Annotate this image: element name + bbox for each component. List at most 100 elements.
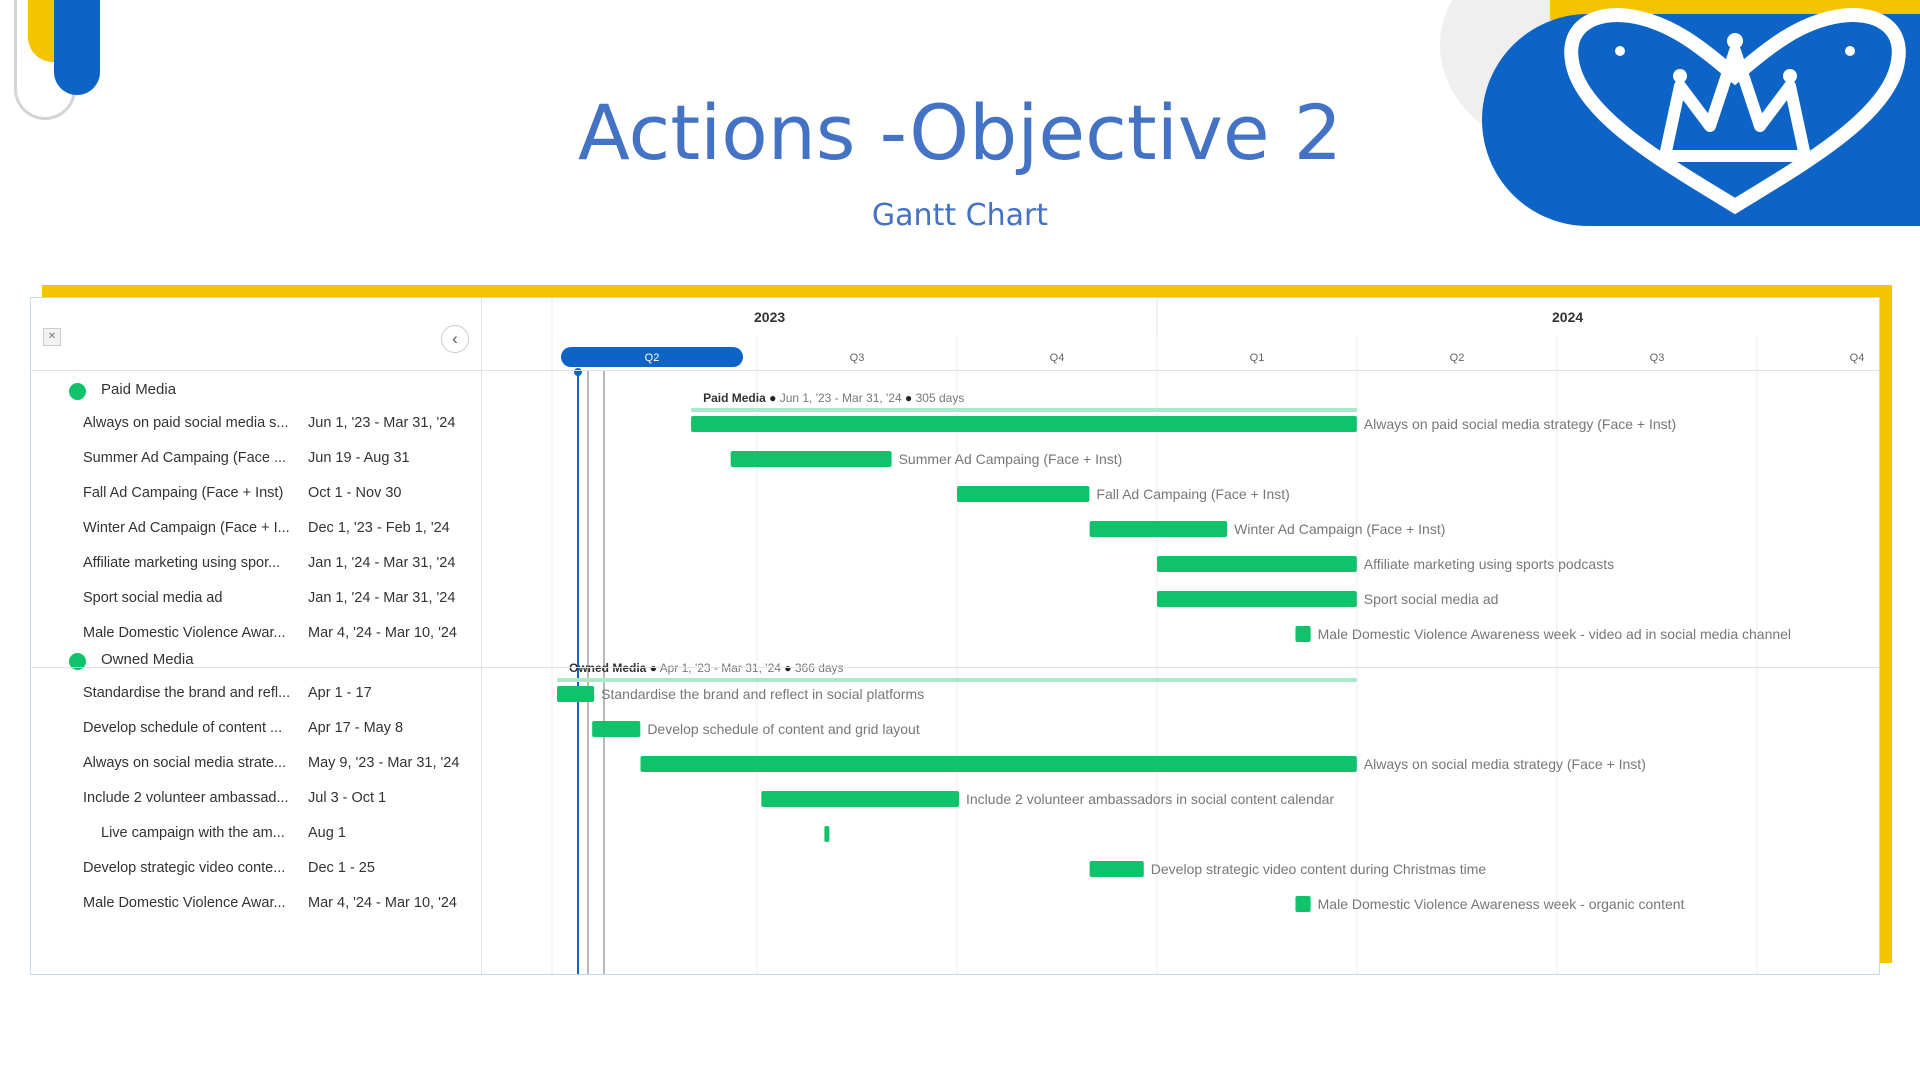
task-date-range: Aug 1 (308, 825, 346, 841)
group-summary-label: Paid Media ● Jun 1, '23 - Mar 31, '24 ● … (703, 391, 964, 405)
task-row[interactable]: Develop schedule of content ... Apr 17 - … (31, 715, 481, 743)
slide-title: Actions -Objective 2 (577, 88, 1343, 177)
current-quarter-pill[interactable] (561, 347, 743, 367)
task-bar-label: Sport social media ad (1364, 591, 1499, 607)
task-bar-label: Affiliate marketing using sports podcast… (1364, 556, 1614, 572)
task-date-range: Oct 1 - Nov 30 (308, 485, 402, 501)
task-row[interactable]: Live campaign with the am... Aug 1 (31, 820, 481, 848)
group-header[interactable]: Owned Media (31, 646, 481, 676)
task-bar[interactable] (1089, 861, 1144, 877)
task-row[interactable]: Male Domestic Violence Awar... Mar 4, '24… (31, 890, 481, 918)
quarter-label: Q4 (1050, 352, 1065, 364)
task-bar[interactable] (730, 451, 892, 467)
task-row[interactable]: Develop strategic video conte... Dec 1 - … (31, 855, 481, 883)
task-bar-label: Male Domestic Violence Awareness week - … (1318, 896, 1685, 912)
task-bar-label: Summer Ad Campaing (Face + Inst) (899, 451, 1123, 467)
slide-subtitle: Gantt Chart (871, 198, 1049, 233)
task-date-range: Jun 19 - Aug 31 (308, 450, 410, 466)
task-row[interactable]: Fall Ad Campaing (Face + Inst) Oct 1 - No… (31, 480, 481, 508)
task-bar[interactable] (1157, 556, 1357, 572)
task-date-range: Mar 4, '24 - Mar 10, '24 (308, 625, 457, 641)
task-bar[interactable] (592, 721, 641, 737)
year-label: 2024 (1552, 309, 1583, 325)
task-name: Always on paid social media s... (83, 415, 289, 431)
task-name: Live campaign with the am... (101, 825, 285, 841)
task-row[interactable]: Always on social media strate... May 9, '… (31, 750, 481, 778)
task-name: Develop strategic video conte... (83, 860, 286, 876)
group-color-dot (69, 383, 86, 400)
task-bar[interactable] (691, 416, 1357, 432)
task-bar[interactable] (1089, 521, 1228, 537)
task-date-range: Jul 3 - Oct 1 (308, 790, 387, 806)
task-row[interactable]: Standardise the brand and refl... Apr 1 -… (31, 680, 481, 708)
task-date-range: Jun 1, '23 - Mar 31, '24 (308, 415, 456, 431)
group-name: Owned Media (101, 651, 194, 668)
task-bar-label: Always on paid social media strategy (Fa… (1364, 416, 1676, 432)
task-bar[interactable] (957, 486, 1090, 502)
task-row[interactable]: Always on paid social media s... Jun 1, '… (31, 410, 481, 438)
task-row[interactable]: Affiliate marketing using spor... Jan 1, … (31, 550, 481, 578)
task-name: Fall Ad Campaing (Face + Inst) (83, 485, 284, 501)
task-date-range: Dec 1, '23 - Feb 1, '24 (308, 520, 450, 536)
task-name: Male Domestic Violence Awar... (83, 895, 286, 911)
task-date-range: May 9, '23 - Mar 31, '24 (308, 755, 460, 771)
task-bar-label: Develop strategic video content during C… (1151, 861, 1487, 877)
task-bar-label: Winter Ad Campaign (Face + Inst) (1234, 521, 1445, 537)
task-bar[interactable] (1295, 896, 1311, 912)
task-row[interactable]: Summer Ad Campaing (Face ...Jun 19 - Aug… (31, 445, 481, 473)
group-summary-bar[interactable] (691, 408, 1357, 412)
quarter-label: Q2 (645, 352, 660, 364)
group-summary-label: Owned Media ● Apr 1, '23 - Mar 31, '24 ●… (569, 661, 844, 675)
group-divider (31, 667, 1879, 668)
task-row[interactable]: Winter Ad Campaign (Face + I... Dec 1, '2… (31, 515, 481, 543)
task-row[interactable]: Sport social media ad Jan 1, '24 - Mar 31… (31, 585, 481, 613)
task-name: Sport social media ad (83, 590, 223, 606)
quarter-label: Q2 (1450, 352, 1465, 364)
quarter-label: Q4 (1850, 352, 1865, 364)
task-bar-label: Always on social media strategy (Face + … (1364, 756, 1646, 772)
corner-blue-decoration (54, 0, 100, 95)
task-date-range: Apr 1 - 17 (308, 685, 372, 701)
task-bar-label: Male Domestic Violence Awareness week - … (1318, 626, 1791, 642)
task-row[interactable]: Male Domestic Violence Awar... Mar 4, '24… (31, 620, 481, 648)
task-bar-label: Develop schedule of content and grid lay… (647, 721, 920, 737)
quarter-label: Q3 (850, 352, 865, 364)
chevron-left-icon[interactable]: ‹ (441, 325, 469, 353)
header-divider (31, 370, 1879, 371)
quarter-label: Q3 (1650, 352, 1665, 364)
task-name: Develop schedule of content ... (83, 720, 283, 736)
task-bar[interactable] (761, 791, 959, 807)
task-bar-label: Fall Ad Campaing (Face + Inst) (1096, 486, 1289, 502)
group-color-dot (69, 653, 86, 670)
group-name: Paid Media (101, 381, 177, 398)
task-bar-label: Standardise the brand and reflect in soc… (601, 686, 924, 702)
quarter-label: Q1 (1250, 352, 1265, 364)
task-date-range: Jan 1, '24 - Mar 31, '24 (308, 555, 456, 571)
task-bar[interactable] (557, 686, 595, 702)
task-name: Include 2 volunteer ambassad... (83, 790, 289, 806)
crown-heart-logo (1564, 8, 1906, 215)
task-date-range: Apr 17 - May 8 (308, 720, 404, 736)
task-bar[interactable] (824, 826, 830, 842)
year-label: 2023 (754, 309, 785, 325)
task-date-range: Dec 1 - 25 (308, 860, 375, 876)
task-row[interactable]: Include 2 volunteer ambassad... Jul 3 - O… (31, 785, 481, 813)
task-name: Male Domestic Violence Awar... (83, 625, 286, 641)
task-name: Winter Ad Campaign (Face + I... (83, 520, 290, 536)
task-name: Affiliate marketing using spor... (83, 555, 281, 571)
task-name: Always on social media strate... (83, 755, 287, 771)
task-date-range: Jan 1, '24 - Mar 31, '24 (308, 590, 456, 606)
task-date-range: Mar 4, '24 - Mar 10, '24 (308, 895, 457, 911)
task-bar[interactable] (1157, 591, 1357, 607)
task-bar[interactable] (640, 756, 1357, 772)
task-name: Standardise the brand and refl... (83, 685, 291, 701)
collapse-icon[interactable]: ✕ (43, 328, 61, 346)
group-summary-bar[interactable] (557, 678, 1357, 682)
task-bar-label: Include 2 volunteer ambassadors in socia… (966, 791, 1334, 807)
task-bar[interactable] (1295, 626, 1311, 642)
group-header[interactable]: Paid Media (31, 376, 481, 406)
